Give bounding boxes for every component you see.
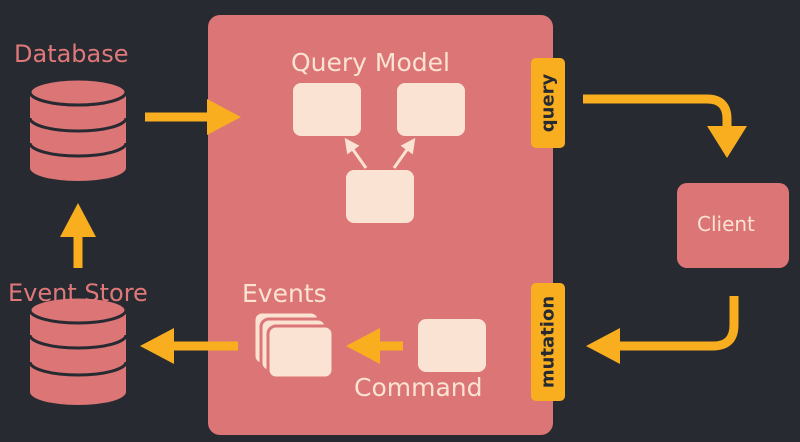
query-tag-label: query [537,73,559,133]
arrow-event-store-to-database [60,203,96,268]
arrow-events-to-event-store [140,328,238,364]
arrow-source-to-left-node [344,137,368,169]
mutation-tag [531,283,565,401]
command-node [418,319,486,372]
arrow-command-to-events [346,328,403,364]
query-model-label: Query Model [291,48,450,77]
arrow-source-to-right-node [392,137,416,169]
events-stack [252,310,335,380]
cqrs-panel [208,15,553,435]
command-label: Command [354,373,483,402]
database-label: Database [14,40,129,68]
database-cylinder [28,77,128,181]
event-store-label: Event Store [8,279,148,307]
client-label: Client [697,212,755,236]
arrow-query-to-client [583,94,747,158]
arrow-database-to-query-model [145,99,241,135]
mutation-tag-label: mutation [537,295,559,389]
arrow-client-to-mutation [586,296,739,364]
events-label: Events [242,279,327,308]
query-tag [531,58,565,148]
client-box [677,183,789,268]
query-model-node-left [293,83,361,136]
query-model-node-right [397,83,465,136]
event-store-cylinder [28,295,128,405]
query-model-source-node [346,170,414,223]
